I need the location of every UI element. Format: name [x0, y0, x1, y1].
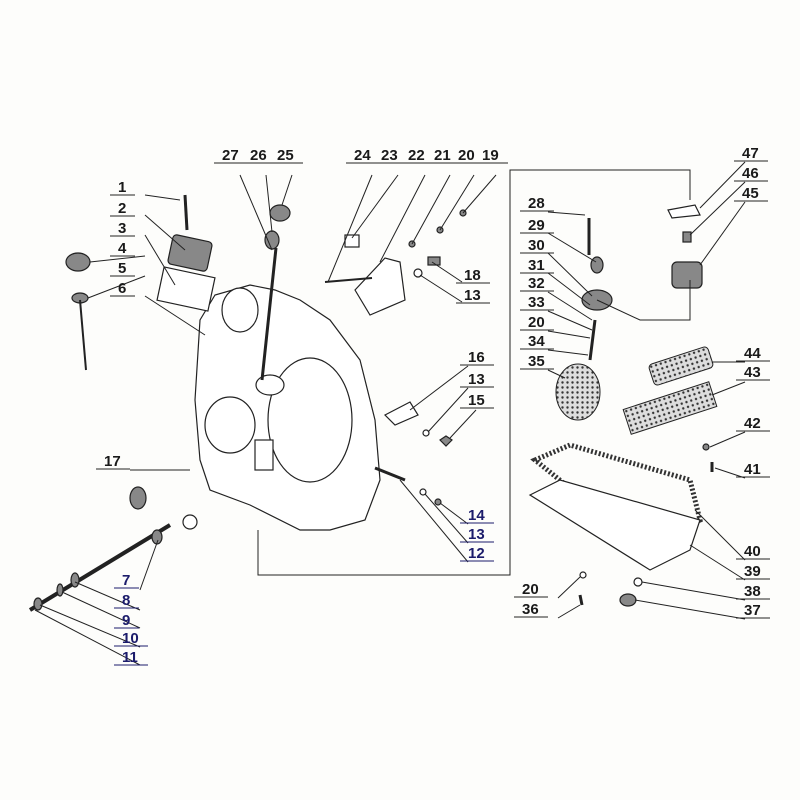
callout-label-20: 20 — [458, 147, 475, 164]
callout-label-39: 39 — [744, 563, 761, 580]
callout-label-41: 41 — [744, 461, 761, 478]
callout-label-6: 6 — [118, 280, 126, 297]
callout-label-20: 20 — [528, 314, 545, 331]
callout-label-20: 20 — [522, 581, 539, 598]
bracket-22 — [354, 257, 406, 316]
callout-label-43: 43 — [744, 364, 761, 381]
callout-label-19: 19 — [482, 147, 499, 164]
callout-label-34: 34 — [528, 333, 545, 350]
callout-label-11: 11 — [122, 649, 138, 666]
callout-label-28: 28 — [528, 195, 545, 212]
callout-label-9: 9 — [122, 612, 130, 629]
callout-label-36: 36 — [522, 601, 539, 618]
screen-43 — [622, 381, 718, 435]
callout-label-13: 13 — [464, 287, 481, 304]
plug-26 — [264, 230, 280, 250]
callout-label-44: 44 — [744, 345, 761, 362]
callout-label-18: 18 — [464, 267, 481, 284]
dipstick — [260, 247, 278, 381]
callout-label-22: 22 — [408, 147, 425, 164]
callout-label-17: 17 — [104, 453, 121, 470]
fitting-17 — [129, 486, 147, 510]
crankcase-housing — [194, 284, 381, 531]
callout-label-5: 5 — [118, 260, 126, 277]
callout-label-21: 21 — [434, 147, 451, 164]
cover-plate-2 — [167, 234, 213, 272]
callout-label-24: 24 — [354, 147, 371, 164]
shaft-rod — [28, 523, 172, 612]
oil-pan-39 — [528, 479, 701, 571]
callout-label-12: 12 — [468, 545, 485, 562]
callout-label-7: 7 — [122, 572, 130, 589]
callout-label-45: 45 — [742, 185, 759, 202]
breather-cap-4 — [65, 252, 91, 272]
gasket-3 — [156, 266, 216, 312]
callout-label-29: 29 — [528, 217, 545, 234]
callout-label-13: 13 — [468, 526, 485, 543]
callout-label-26: 26 — [250, 147, 267, 164]
callout-label-3: 3 — [118, 220, 126, 237]
drain-plug-37 — [619, 593, 637, 607]
callout-label-30: 30 — [528, 237, 545, 254]
callout-label-27: 27 — [222, 147, 239, 164]
valve-45 — [671, 261, 703, 289]
callout-label-35: 35 — [528, 353, 545, 370]
callout-label-15: 15 — [468, 392, 485, 409]
callout-label-33: 33 — [528, 294, 545, 311]
callout-label-23: 23 — [381, 147, 398, 164]
callout-label-4: 4 — [118, 240, 127, 257]
callout-label-46: 46 — [742, 165, 759, 182]
callout-label-32: 32 — [528, 275, 545, 292]
cap-25 — [269, 204, 291, 222]
callout-label-25: 25 — [277, 147, 294, 164]
callout-label-14: 14 — [468, 507, 485, 524]
callout-label-2: 2 — [118, 200, 126, 217]
callout-label-13: 13 — [468, 371, 485, 388]
connector-lines — [34, 161, 746, 666]
oil-strainer-35 — [555, 363, 601, 421]
screen-44 — [648, 346, 714, 386]
callout-label-37: 37 — [744, 602, 761, 619]
callout-label-8: 8 — [122, 592, 130, 609]
callout-label-16: 16 — [468, 349, 485, 366]
callout-label-31: 31 — [528, 257, 545, 274]
callout-label-38: 38 — [744, 583, 761, 600]
callout-label-10: 10 — [122, 630, 139, 647]
callout-label-1: 1 — [118, 179, 126, 196]
callout-label-42: 42 — [744, 415, 761, 432]
callout-label-47: 47 — [742, 145, 759, 162]
callout-label-40: 40 — [744, 543, 761, 560]
